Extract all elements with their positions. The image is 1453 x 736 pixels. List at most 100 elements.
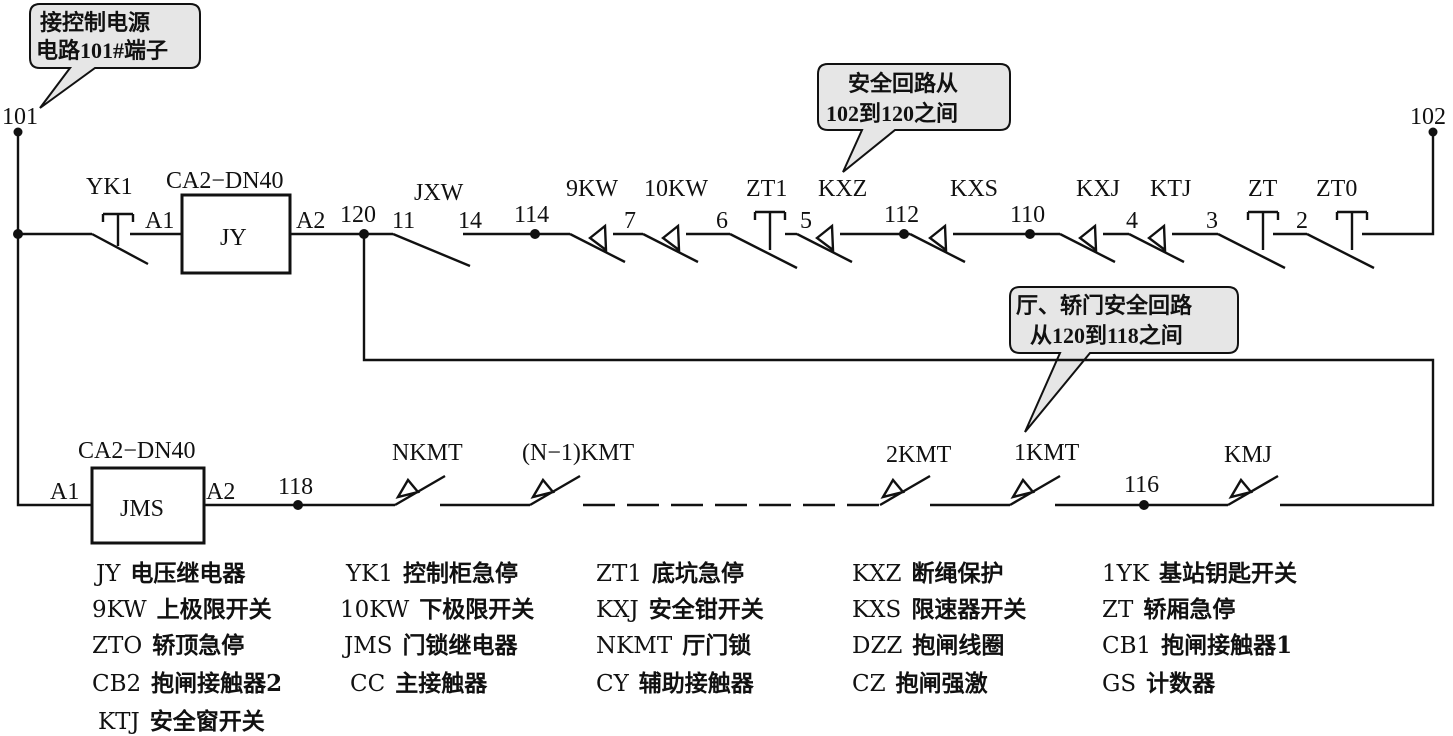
label-zt: ZT	[1248, 176, 1278, 202]
legend-code: ZT1	[596, 561, 642, 587]
callout-bubble	[1009, 286, 1239, 433]
terminal-6: 6	[716, 208, 728, 234]
label-n1kmt: (N−1)KMT	[522, 440, 635, 466]
legend-code: 10KW	[340, 597, 410, 623]
label-kxs: KXS	[950, 176, 998, 202]
legend-code: GS	[1102, 671, 1137, 697]
legend-code: CB2	[92, 671, 142, 697]
callout-control-power: 接控制电源 电路101#端子	[29, 3, 201, 109]
switch-n1kmt	[529, 474, 581, 507]
legend-code: KXJ	[596, 597, 639, 623]
legend-desc: 基站钥匙开关	[1159, 560, 1297, 587]
switch-nkmt	[394, 474, 446, 507]
jms-label: JMS	[120, 496, 164, 522]
terminal-101: 101	[2, 104, 38, 130]
callout-line-1: 厅、轿门安全回路	[1016, 293, 1193, 318]
label-1kmt: 1KMT	[1014, 440, 1080, 466]
terminal-2: 2	[1296, 208, 1308, 234]
callout-door-loop: 厅、轿门安全回路 从120到118之间	[1009, 286, 1239, 433]
legend-desc: 断绳保护	[911, 560, 1004, 587]
legend-desc: 轿厢急停	[1143, 596, 1236, 623]
legend-item: DZZ 抱闸线圈	[852, 626, 1004, 660]
terminal-4: 4	[1126, 208, 1138, 234]
legend-desc: 电压继电器	[130, 560, 246, 587]
switch-2kmt	[879, 474, 931, 507]
terminal-3: 3	[1206, 208, 1218, 234]
legend-item: ZT 轿厢急停	[1102, 590, 1235, 624]
callout-line-2: 从120到118之间	[1030, 323, 1183, 348]
legend-desc: 抱闸接触器2	[151, 670, 283, 697]
label-kmj: KMJ	[1224, 442, 1272, 468]
legend-code: ZT	[1102, 597, 1134, 623]
callout-line-2: 电路101#端子	[36, 38, 168, 63]
legend-item: KTJ 安全窗开关	[98, 702, 265, 736]
label-yk1: YK1	[86, 174, 133, 200]
legend-item: CC 主接触器	[350, 664, 487, 698]
terminal-7: 7	[624, 208, 636, 234]
legend-item: CY 辅助接触器	[596, 664, 754, 698]
legend-code: KTJ	[98, 709, 140, 735]
legend-desc: 下极限开关	[419, 596, 535, 623]
legend-item: 10KW 下极限开关	[340, 590, 534, 624]
legend-desc: 安全窗开关	[149, 708, 265, 735]
legend-code: KXS	[852, 597, 902, 623]
terminal-a1-bot: A1	[50, 479, 79, 505]
callout-line-2: 102到120之间	[826, 101, 958, 126]
switch-kxz	[796, 223, 853, 264]
terminal-118: 118	[278, 474, 313, 500]
switch-ktj	[1128, 223, 1185, 264]
label-kxz: KXZ	[818, 176, 867, 202]
legend-desc: 主接触器	[395, 670, 488, 697]
terminal-114: 114	[514, 202, 549, 228]
node-116	[1139, 500, 1149, 510]
label-jxw: JXW	[414, 180, 464, 206]
switch-zt	[1217, 210, 1286, 270]
legend-code: KXZ	[852, 561, 902, 587]
legend-desc: 底坑急停	[651, 560, 744, 587]
jms-relay-box	[90, 466, 206, 545]
legend-item: ZT1 底坑急停	[596, 554, 744, 588]
callout-bubble	[817, 63, 1011, 173]
terminal-a1-top: A1	[145, 208, 174, 234]
terminal-11: 11	[392, 208, 415, 234]
node-left	[13, 229, 23, 239]
node-114	[530, 229, 540, 239]
terminal-120: 120	[340, 202, 376, 228]
junction-dots	[13, 127, 1438, 510]
legend-desc: 辅助接触器	[638, 670, 754, 697]
switch-1kmt	[1009, 474, 1061, 507]
legend-item: CB2 抱闸接触器2	[92, 664, 282, 698]
legend-code: NKMT	[596, 633, 673, 659]
switch-yk1	[91, 212, 149, 266]
terminal-116: 116	[1124, 472, 1159, 498]
terminal-5: 5	[800, 208, 812, 234]
legend-code: CB1	[1102, 633, 1152, 659]
legend-item: GS 计数器	[1102, 664, 1215, 698]
label-ktj: KTJ	[1150, 176, 1191, 202]
label-ca2-top: CA2−DN40	[166, 168, 284, 194]
switch-jxw	[392, 232, 471, 268]
terminal-labels: 101 102 A1 A2 120 11 14 114 7 6 5 112 11…	[2, 104, 1446, 505]
legend-code: CY	[596, 671, 629, 697]
legend-desc: 抱闸线圈	[912, 632, 1005, 659]
legend-code: CZ	[852, 671, 886, 697]
legend-code: CC	[350, 671, 386, 697]
node-110	[1025, 229, 1035, 239]
switch-zt0	[1306, 210, 1375, 270]
label-kxj: KXJ	[1076, 176, 1120, 202]
node-112	[899, 229, 909, 239]
legend-code: DZZ	[852, 633, 903, 659]
label-zt0: ZT0	[1316, 176, 1357, 202]
callout-line-1: 安全回路从	[848, 71, 958, 96]
switch-kxj	[1059, 223, 1116, 264]
legend-desc: 计数器	[1146, 670, 1216, 697]
